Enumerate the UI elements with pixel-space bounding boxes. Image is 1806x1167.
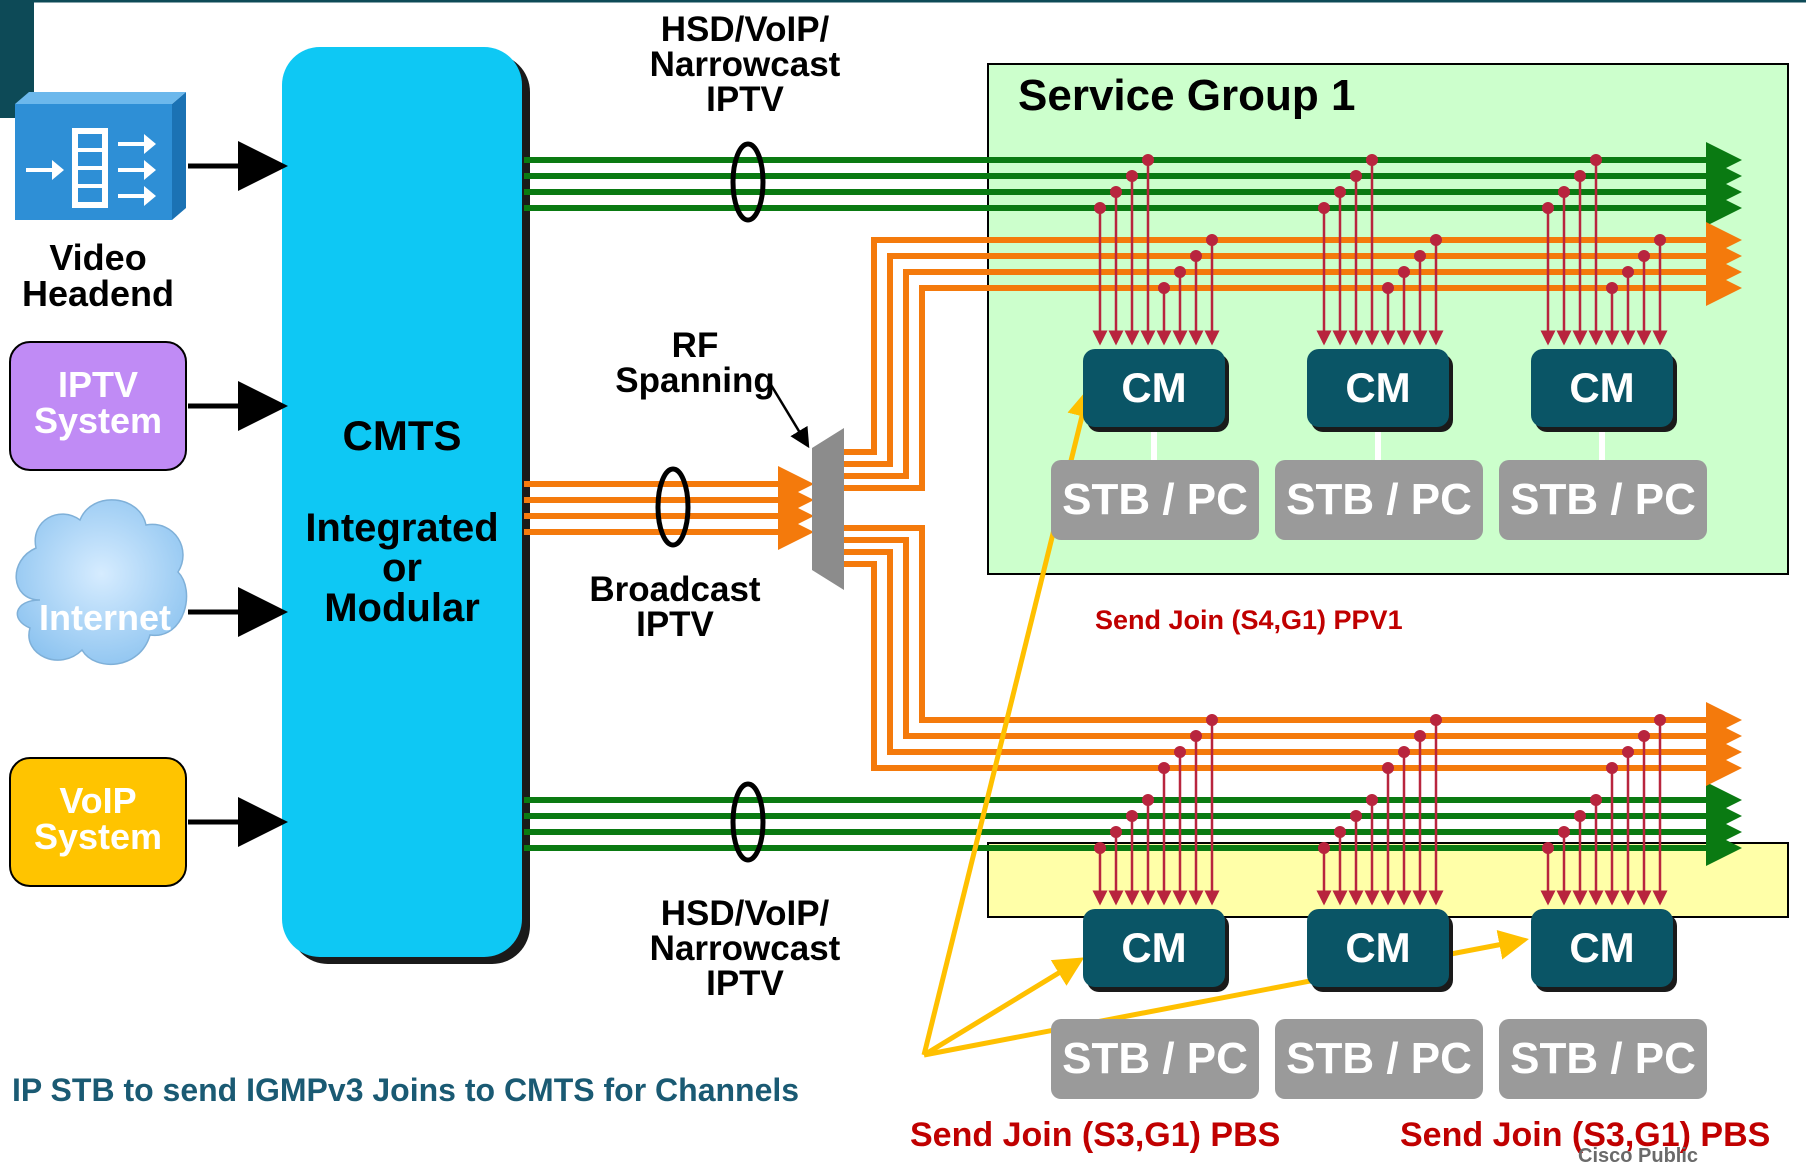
tap-dot [1638, 730, 1650, 742]
tap-dot [1126, 170, 1138, 182]
tap-dot [1398, 266, 1410, 278]
tap-dot [1110, 186, 1122, 198]
cable-modem-box: CM [1531, 909, 1673, 987]
tap-dot [1558, 826, 1570, 838]
internet-cloud-icon [15, 499, 188, 666]
voip-system-box [9, 757, 187, 887]
top-bundle-ring [730, 141, 766, 223]
tap-dot [1318, 842, 1330, 854]
tap-dot [1158, 762, 1170, 774]
cm-stb-connectors [1151, 428, 1605, 460]
rf-spanning-label: RF Spanning [615, 326, 775, 400]
tap-dot [1350, 170, 1362, 182]
tap-dot [1606, 282, 1618, 294]
iptv-system-label: IPTV System [33, 364, 163, 441]
tap-dot [1190, 250, 1202, 262]
internet-label: Internet [38, 597, 171, 638]
tap-dot [1334, 186, 1346, 198]
broadcast-bundle-ring [655, 466, 691, 548]
bottom-bundle-ring [730, 781, 766, 863]
tap-dot [1622, 266, 1634, 278]
tap-dot [1430, 234, 1442, 246]
tap-dot [1142, 154, 1154, 166]
video-headend-icon [15, 92, 186, 220]
bottom-green-bundle [524, 782, 1742, 866]
tap-dot [1382, 282, 1394, 294]
tap-dot [1574, 810, 1586, 822]
hsd-voip-top-label: HSD/VoIP/ Narrowcast IPTV [649, 10, 841, 119]
tap-dot [1382, 762, 1394, 774]
tap-dot [1206, 234, 1218, 246]
tap-dot [1094, 202, 1106, 214]
stb-pc-box: STB / PC [1275, 1019, 1483, 1099]
join-pbs-label-1: Send Join (S3,G1) PBS [910, 1116, 1281, 1154]
iptv-system-box [9, 341, 187, 471]
video-headend-label: Video Headend [21, 237, 175, 314]
cmts-subtitle: Integrated or Modular [305, 506, 499, 630]
join-ppv-label: Send Join (S4,G1) PPV1 [1095, 605, 1403, 635]
tap-dot [1542, 202, 1554, 214]
tap-dot [1622, 746, 1634, 758]
tap-dot [1334, 826, 1346, 838]
cmts-box [282, 47, 522, 957]
orange-bundle-to-sg2 [844, 525, 1742, 786]
tap-dot [1174, 746, 1186, 758]
tap-dot [1126, 810, 1138, 822]
cable-modem-box: CM [1307, 349, 1449, 427]
stb-pc-box: STB / PC [1499, 1019, 1707, 1099]
hsd-voip-bottom-label: HSD/VoIP/ Narrowcast IPTV [649, 894, 841, 1003]
stb-pc-box: STB / PC [1499, 460, 1707, 540]
tap-dot [1654, 234, 1666, 246]
broadcast-orange-bundle [524, 466, 814, 550]
tap-dot [1414, 250, 1426, 262]
stb-pc-box: STB / PC [1051, 1019, 1259, 1099]
tap-dot [1094, 842, 1106, 854]
rf-spanning-pointer [766, 379, 810, 449]
tap-dot [1350, 810, 1362, 822]
cable-modem-box: CM [1083, 909, 1225, 987]
rf-splitter-icon [812, 428, 844, 590]
tap-dot [1590, 794, 1602, 806]
tap-dot [1318, 202, 1330, 214]
tap-dot [1190, 730, 1202, 742]
tap-dot [1398, 746, 1410, 758]
tap-dot [1414, 730, 1426, 742]
tap-dot [1574, 170, 1586, 182]
voip-system-label: VoIP System [33, 780, 163, 857]
multicast-taps [1092, 154, 1668, 906]
tap-dot [1590, 154, 1602, 166]
stb-pc-box: STB / PC [1275, 460, 1483, 540]
tap-dot [1558, 186, 1570, 198]
orange-bundle-to-sg1 [844, 222, 1742, 491]
ip-stb-caption: IP STB to send IGMPv3 Joins to CMTS for … [12, 1072, 800, 1108]
tap-dot [1158, 282, 1170, 294]
tap-dot [1638, 250, 1650, 262]
tap-dot [1430, 714, 1442, 726]
cable-modem-box: CM [1531, 349, 1673, 427]
top-green-bundle [524, 142, 1742, 226]
tap-dot [1366, 154, 1378, 166]
tap-dot [1142, 794, 1154, 806]
tap-dot [1110, 826, 1122, 838]
tap-dot [1606, 762, 1618, 774]
tap-dot [1654, 714, 1666, 726]
broadcast-iptv-label: Broadcast IPTV [589, 570, 761, 644]
stb-pc-box: STB / PC [1051, 460, 1259, 540]
cable-modem-box: CM [1307, 909, 1449, 987]
service-group-title: Service Group 1 [1018, 71, 1356, 120]
tap-dot [1206, 714, 1218, 726]
cable-modem-box: CM [1083, 349, 1225, 427]
tap-dot [1174, 266, 1186, 278]
tap-dot [1542, 842, 1554, 854]
tap-dot [1366, 794, 1378, 806]
footer-fragment: Cisco Public [1578, 1145, 1699, 1167]
cmts-title: CMTS [342, 412, 462, 459]
join-pbs-label-2: Send Join (S3,G1) PBS [1400, 1116, 1771, 1154]
